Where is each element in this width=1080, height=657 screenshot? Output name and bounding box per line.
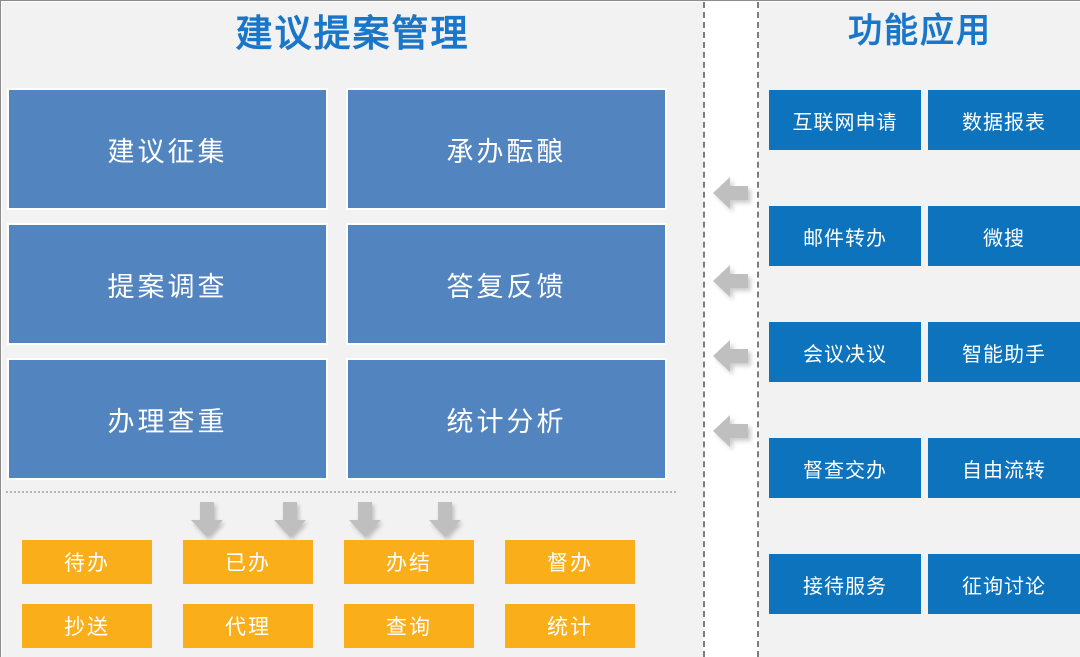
app-button-mail-transfer[interactable]: 邮件转办	[769, 206, 921, 266]
app-button-micro-search[interactable]: 微搜	[928, 206, 1080, 266]
app-button-grid: 互联网申请 数据报表 邮件转办 微搜 会议决议 智能助手 督查交办 自由流转 接…	[769, 90, 1080, 635]
connector-channel	[703, 2, 759, 657]
down-arrow-2	[273, 502, 307, 538]
process-box-duplicate-check[interactable]: 办理查重	[7, 358, 328, 480]
page-title-right: 功能应用	[848, 12, 992, 50]
app-button-supervision-assignment[interactable]: 督查交办	[769, 438, 921, 498]
task-button-completed[interactable]: 办结	[344, 540, 474, 584]
app-button-free-flow[interactable]: 自由流转	[928, 438, 1080, 498]
app-button-reception-service[interactable]: 接待服务	[769, 554, 921, 614]
section-divider	[6, 491, 676, 493]
process-box-undertake[interactable]: 承办酝酿	[346, 88, 667, 210]
down-arrow-3	[348, 502, 382, 538]
left-arrow-4	[713, 414, 749, 448]
task-button-cc[interactable]: 抄送	[22, 604, 152, 648]
task-button-grid: 待办 已办 办结 督办 抄送 代理 查询 统计	[22, 540, 667, 650]
process-box-collect[interactable]: 建议征集	[7, 88, 328, 210]
app-button-data-report[interactable]: 数据报表	[928, 90, 1080, 150]
process-column-right: 承办酝酿 答复反馈 统计分析	[346, 88, 667, 480]
down-arrow-row	[2, 502, 702, 542]
page-title-left: 建议提案管理	[235, 13, 470, 54]
process-box-statistics-analysis[interactable]: 统计分析	[346, 358, 667, 480]
task-button-statistics[interactable]: 统计	[505, 604, 635, 648]
task-button-agent[interactable]: 代理	[183, 604, 313, 648]
task-button-supervise[interactable]: 督办	[505, 540, 635, 584]
process-box-reply-feedback[interactable]: 答复反馈	[346, 223, 667, 345]
app-button-meeting-resolution[interactable]: 会议决议	[769, 322, 921, 382]
app-button-internet-application[interactable]: 互联网申请	[769, 90, 921, 150]
left-arrow-3	[713, 339, 749, 373]
function-application-panel: 功能应用 互联网申请 数据报表 邮件转办 微搜 会议决议 智能助手 督查交办 自…	[759, 2, 1080, 657]
task-button-done[interactable]: 已办	[183, 540, 313, 584]
suggestion-management-panel: 建议提案管理 建议征集 提案调查 办理查重 承办酝酿 答复反馈 统计分析	[2, 2, 703, 657]
process-column-left: 建议征集 提案调查 办理查重	[7, 88, 328, 480]
app-button-consultation-discussion[interactable]: 征询讨论	[928, 554, 1080, 614]
process-box-survey[interactable]: 提案调查	[7, 223, 328, 345]
left-arrow-1	[713, 176, 749, 210]
app-button-smart-assistant[interactable]: 智能助手	[928, 322, 1080, 382]
down-arrow-4	[428, 502, 462, 538]
left-arrow-2	[713, 264, 749, 298]
down-arrow-1	[190, 502, 224, 538]
task-button-todo[interactable]: 待办	[22, 540, 152, 584]
task-button-query[interactable]: 查询	[344, 604, 474, 648]
process-box-grid: 建议征集 提案调查 办理查重 承办酝酿 答复反馈 统计分析	[7, 88, 667, 480]
